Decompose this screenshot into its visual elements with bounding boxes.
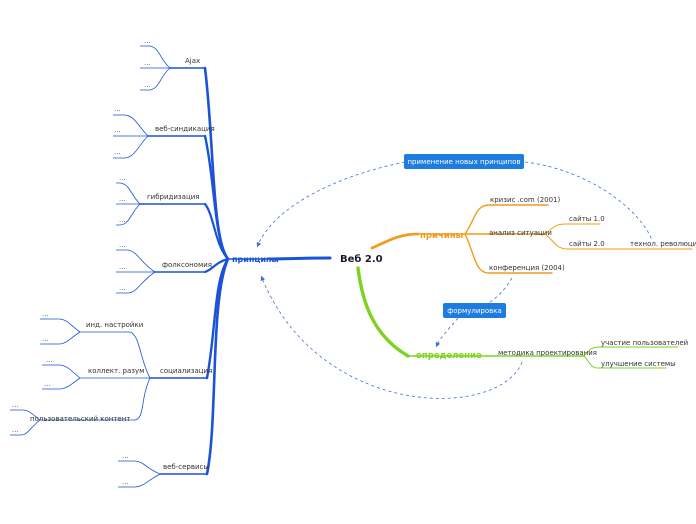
leaf-ellipsis[interactable]: ... [144, 37, 151, 45]
leaf-ellipsis[interactable]: ... [144, 59, 151, 67]
callout-formulation[interactable]: формулировка [443, 303, 506, 318]
subtopic-system-improvement[interactable]: улучшение системы [601, 360, 676, 368]
subtopic-user-content[interactable]: пользовательский контент [30, 415, 130, 423]
reasons-branch [370, 204, 693, 274]
leaf-ellipsis[interactable]: ... [122, 478, 129, 486]
principles-topic[interactable]: принципы [232, 255, 279, 264]
leaf-ellipsis[interactable]: ... [119, 241, 126, 249]
subtopic-folksonomy[interactable]: фолксономия [162, 261, 212, 269]
subtopic-situation-analysis[interactable]: анализ ситуации [489, 229, 552, 237]
leaf-ellipsis[interactable]: ... [44, 380, 51, 388]
leaf-ellipsis[interactable]: ... [144, 81, 151, 89]
callout-apply-principles[interactable]: применение новых принципов [404, 154, 524, 169]
subtopic-ajax[interactable]: Ajax [185, 57, 200, 65]
callout-formulation-label: формулировка [447, 307, 502, 315]
leaf-ellipsis[interactable]: ... [12, 426, 19, 434]
ellipsis-leaves: ... ... ... ... ... ... ... ... ... ... … [12, 37, 151, 486]
relation-formulation-to-definition [435, 317, 459, 348]
subtopic-socialization[interactable]: социализация [160, 367, 212, 375]
subtopic-design-methodology[interactable]: методика проектирования [498, 349, 597, 357]
subtopic-syndication[interactable]: веб-синдикация [155, 125, 215, 133]
subtopic-tech-revolution[interactable]: технол. революция [630, 240, 696, 248]
relation-methodology-to-principles [260, 275, 523, 399]
reasons-topic[interactable]: причины [420, 231, 463, 241]
leaf-ellipsis[interactable]: ... [114, 126, 121, 134]
subtopic-conference[interactable]: конференция (2004) [489, 264, 565, 272]
relation-conference-to-formulation [484, 277, 513, 306]
subtopic-crisis[interactable]: кризис .com (2001) [490, 196, 561, 204]
leaf-ellipsis[interactable]: ... [12, 401, 19, 409]
leaf-ellipsis[interactable]: ... [46, 356, 53, 364]
principles-leaf-lines [10, 45, 171, 488]
leaf-ellipsis[interactable]: ... [122, 452, 129, 460]
callout-apply-principles-label: применение новых принципов [407, 158, 520, 166]
leaf-ellipsis[interactable]: ... [42, 335, 49, 343]
subtopic-collective-mind[interactable]: коллект. разум [88, 367, 144, 375]
leaf-ellipsis[interactable]: ... [119, 216, 126, 224]
leaf-ellipsis[interactable]: ... [114, 105, 121, 113]
central-topic[interactable]: Веб 2.0 [340, 253, 383, 265]
leaf-ellipsis[interactable]: ... [42, 310, 49, 318]
definition-topic[interactable]: определение [416, 351, 482, 361]
relationship-lines [256, 161, 653, 399]
leaf-ellipsis[interactable]: ... [119, 284, 126, 292]
subtopic-sites-2[interactable]: сайты 2.0 [569, 240, 605, 248]
leaf-ellipsis[interactable]: ... [119, 174, 126, 182]
leaf-ellipsis[interactable]: ... [119, 195, 126, 203]
definition-branch [356, 266, 679, 369]
leaf-ellipsis[interactable]: ... [114, 148, 121, 156]
leaf-ellipsis[interactable]: ... [119, 263, 126, 271]
subtopic-web-services[interactable]: веб-сервисы [163, 463, 209, 471]
relation-apply-to-principles [256, 161, 406, 248]
subtopic-user-participation[interactable]: участие пользователей [601, 339, 688, 347]
subtopic-hybridization[interactable]: гибридизация [147, 193, 199, 201]
principles-branch [139, 66, 332, 476]
subtopic-ind-settings[interactable]: инд. настройки [86, 321, 143, 329]
subtopic-sites-1[interactable]: сайты 1.0 [569, 215, 605, 223]
